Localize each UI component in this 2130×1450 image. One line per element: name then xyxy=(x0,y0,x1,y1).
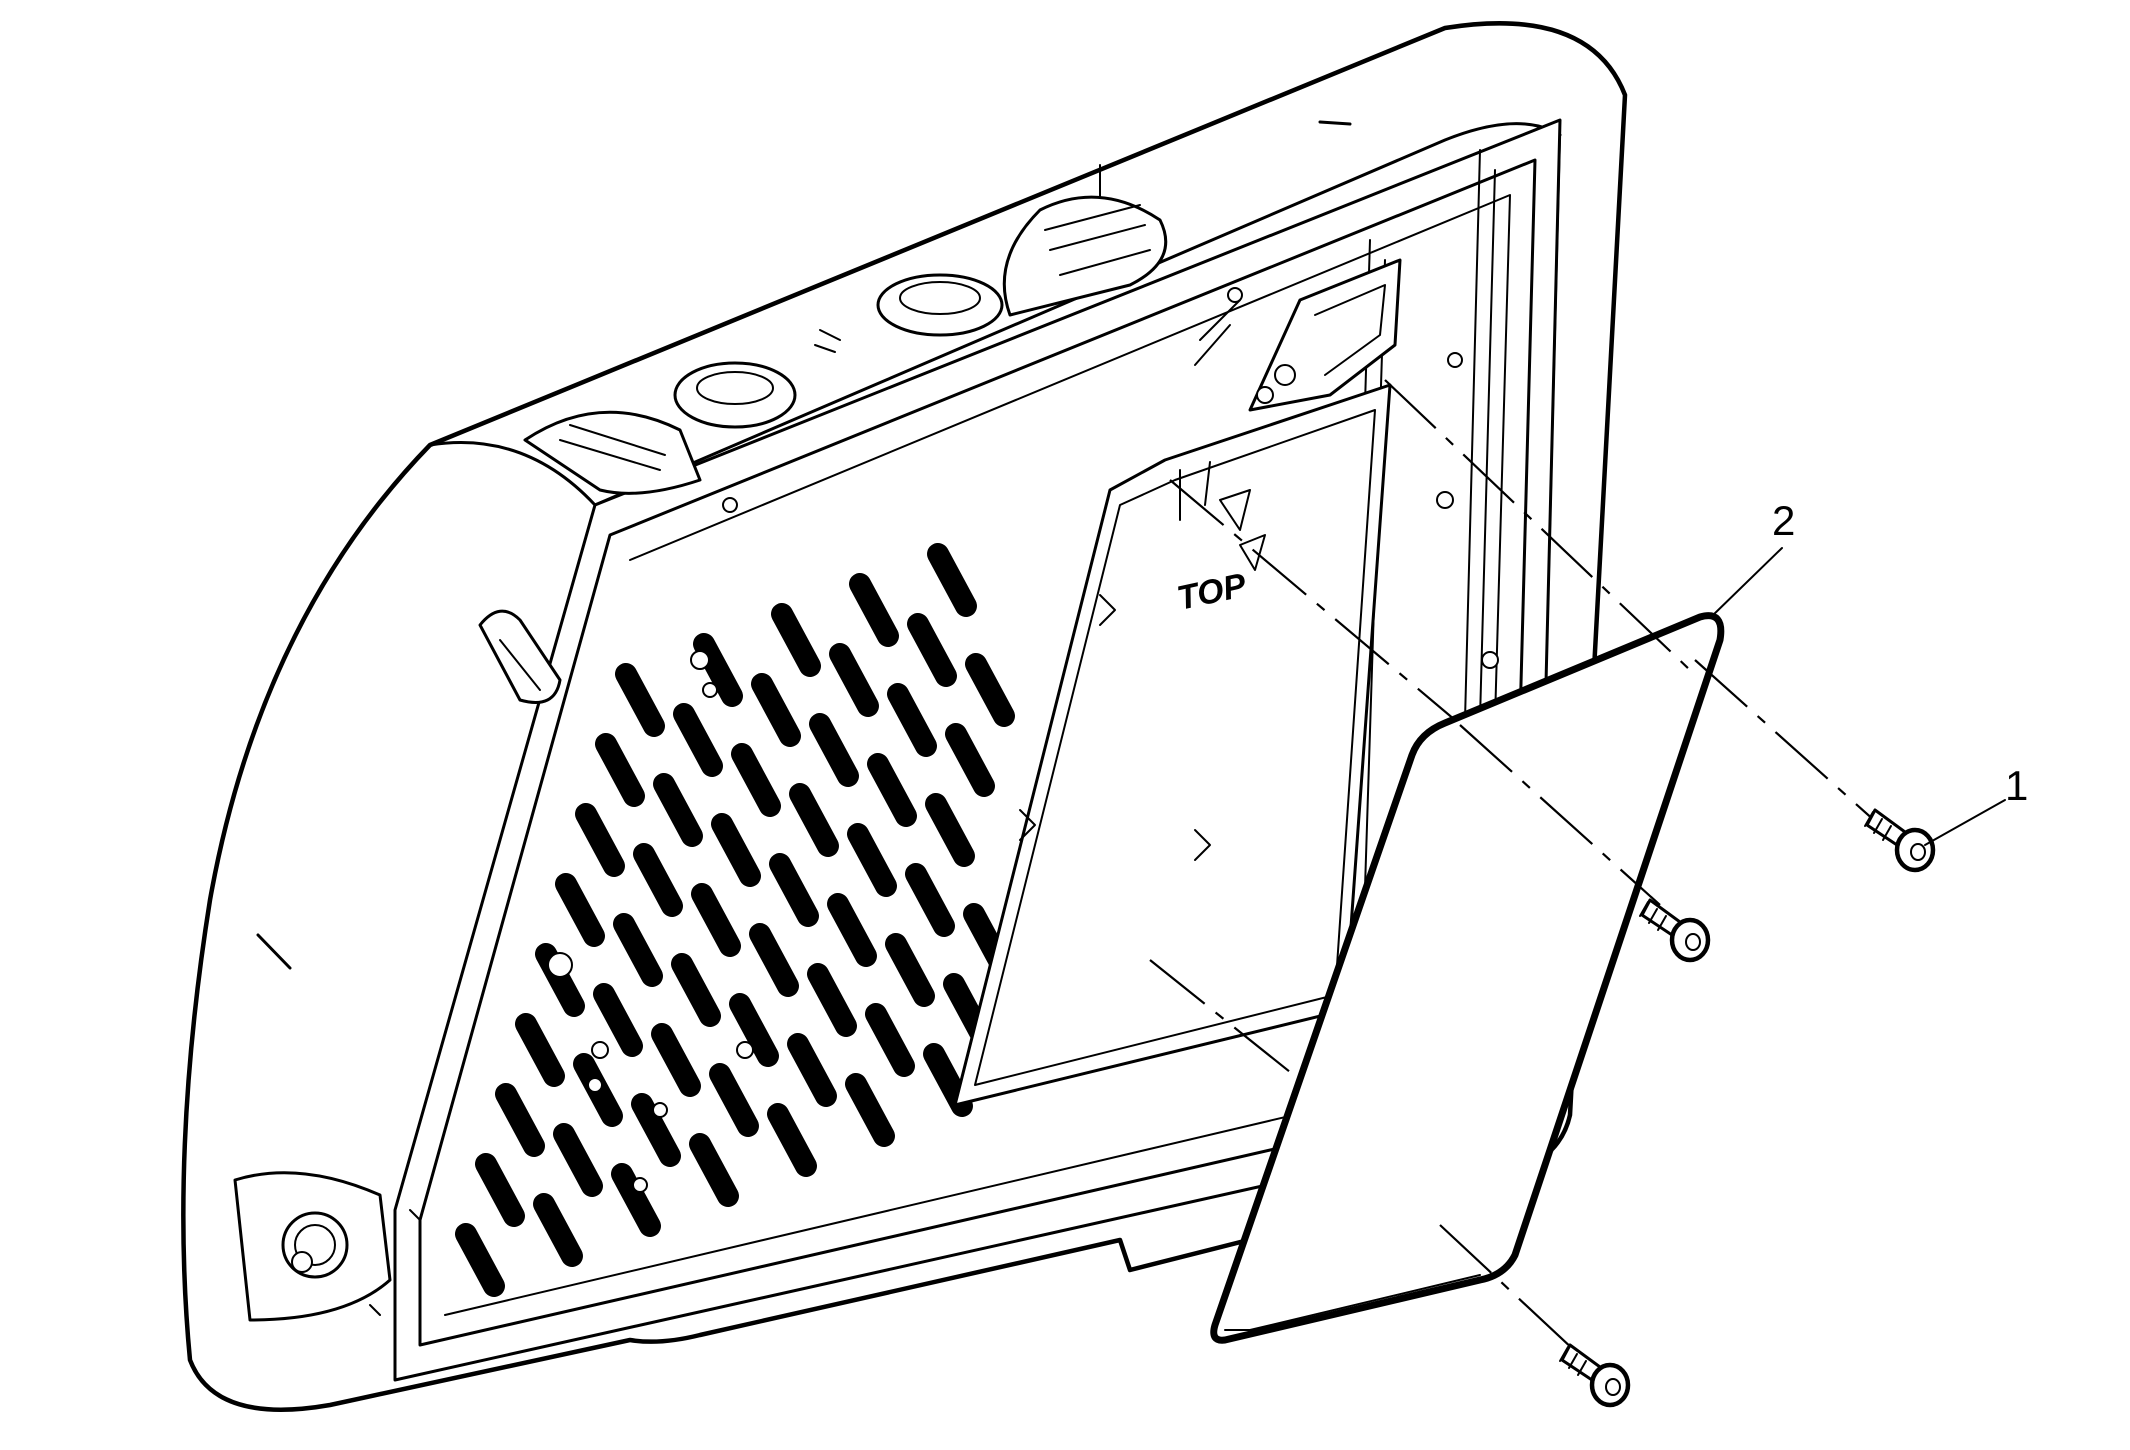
panel-slot-inner xyxy=(847,1075,893,1145)
panel-holes xyxy=(547,287,1499,1193)
fastener-rib xyxy=(1648,908,1658,924)
panel-slot-inner xyxy=(909,615,955,685)
panel-slot-inner xyxy=(851,575,897,645)
explode-lines xyxy=(1149,379,1886,1366)
fastener-head-center xyxy=(1685,933,1701,951)
panel-slot-inner xyxy=(811,715,857,785)
panel-slot-inner xyxy=(849,825,895,895)
panel-slot-inner xyxy=(557,875,603,945)
panel-slot-inner xyxy=(695,635,741,705)
left-bracket xyxy=(233,609,562,1322)
panel-slot-inner xyxy=(771,855,817,925)
fastener-pin xyxy=(1639,898,1711,963)
panel-slot-inner xyxy=(713,815,759,885)
fastener-rib xyxy=(1559,1346,1569,1362)
panel-slot-inner xyxy=(595,985,641,1055)
upper-bracket xyxy=(1194,258,1402,412)
fastener-head-center xyxy=(1605,1378,1621,1396)
panel-slot-inner xyxy=(907,865,953,935)
panel-slot-inner xyxy=(733,745,779,815)
panel-slot-inner xyxy=(711,1065,757,1135)
panel-slot-inner xyxy=(789,1035,835,1105)
panel-slot-inner xyxy=(867,1005,913,1075)
panel-slot-inner xyxy=(613,1165,659,1235)
callout-2-leader xyxy=(1709,547,1783,619)
panel-slot-inner xyxy=(615,915,661,985)
cover-panel xyxy=(1210,612,1725,1344)
fastener-rib xyxy=(1639,901,1649,917)
callout-2-label: 2 xyxy=(1772,497,1795,544)
panel-slot-inner xyxy=(633,1095,679,1165)
panel-slot-inner xyxy=(555,1125,601,1195)
panel-slot-inner xyxy=(577,805,623,875)
callout-1-label: 1 xyxy=(2005,762,2028,809)
panel-slot-inner xyxy=(731,995,777,1065)
panel-slot-inner xyxy=(535,1195,581,1265)
fastener-pin xyxy=(1559,1343,1631,1408)
panel-slot-inner xyxy=(477,1155,523,1225)
fastener-head-center xyxy=(1910,843,1926,861)
panel-slot-inner xyxy=(457,1225,503,1295)
fastener-rib xyxy=(1882,825,1892,841)
center-opening: TOP xyxy=(953,383,1392,1107)
panel-slot-inner xyxy=(809,965,855,1035)
panel-slot-inner xyxy=(753,675,799,745)
panel-slot-inner xyxy=(927,795,973,865)
fastener-rib xyxy=(1864,811,1874,827)
callouts: 2 1 xyxy=(1709,497,2028,846)
panel-slot-inner xyxy=(889,685,935,755)
panel-slot-inner xyxy=(751,925,797,995)
panel-slot-inner xyxy=(967,655,1013,725)
panel-slot-inner xyxy=(617,665,663,735)
fastener-rib xyxy=(1577,1360,1587,1376)
panel-slot-inner xyxy=(691,1135,737,1205)
panel-slot-inner xyxy=(673,955,719,1025)
panel-slot-inner xyxy=(791,785,837,855)
headrest-mechanism xyxy=(523,195,1168,495)
panel-slot-inner xyxy=(597,735,643,805)
fastener-rib xyxy=(1657,915,1667,931)
panel-slot-inner xyxy=(517,1015,563,1085)
panel-slot-inner xyxy=(653,1025,699,1095)
panel-slot-inner xyxy=(831,645,877,715)
panel-slot-inner xyxy=(635,845,681,915)
fastener-pin xyxy=(1864,808,1936,873)
panel-slot-inner xyxy=(887,935,933,1005)
panel-slot-inner xyxy=(655,775,701,845)
panel-slot-inner xyxy=(769,1105,815,1175)
fastener-rib xyxy=(1873,818,1883,834)
callout-1-leader xyxy=(1924,799,2006,846)
fasteners xyxy=(1559,808,1936,1408)
panel-slot-inner xyxy=(869,755,915,825)
fastener-rib xyxy=(1568,1353,1578,1369)
panel-slot-inner xyxy=(497,1085,543,1155)
panel-slot-inner xyxy=(693,885,739,955)
panel-slot-inner xyxy=(947,725,993,795)
panel-slot-inner xyxy=(675,705,721,775)
panel-slot-inner xyxy=(929,545,975,615)
panel-slot-inner xyxy=(773,605,819,675)
panel-slot-inner xyxy=(829,895,875,965)
